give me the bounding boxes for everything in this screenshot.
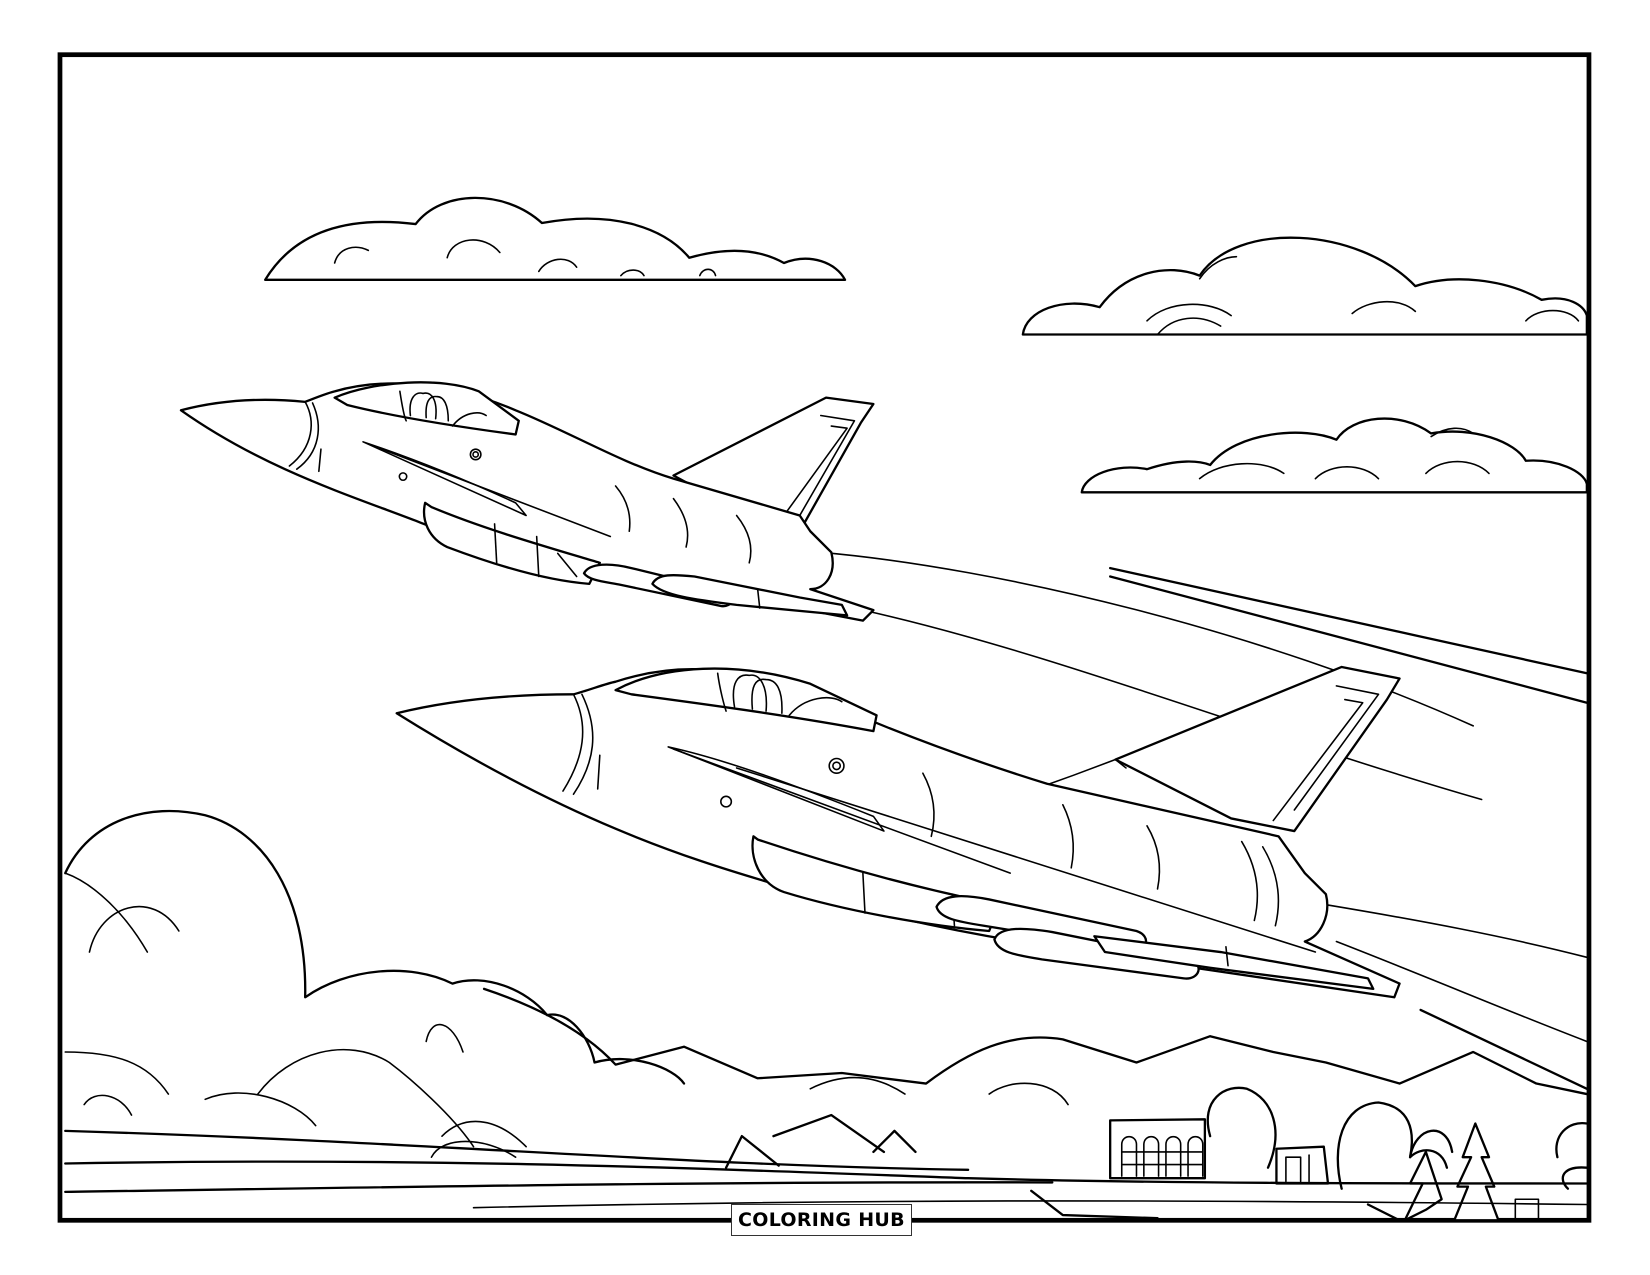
cloud-top-left	[264, 196, 847, 281]
coloring-hub-watermark: COLORING HUB	[731, 1204, 912, 1236]
cloud-top-right	[1021, 236, 1589, 336]
ground-lines	[64, 1129, 1589, 1222]
speed-lines	[820, 551, 1589, 1043]
building-with-arched-windows	[1109, 1118, 1207, 1180]
cloud-middle-right	[1080, 417, 1589, 494]
small-building	[1275, 1145, 1330, 1185]
trees	[1206, 1086, 1589, 1222]
mountains	[482, 987, 1589, 1169]
page-frame	[57, 52, 1592, 1223]
cloud-bank-left	[64, 809, 686, 1158]
jet-upper	[179, 381, 875, 622]
jet-lower	[395, 665, 1401, 999]
